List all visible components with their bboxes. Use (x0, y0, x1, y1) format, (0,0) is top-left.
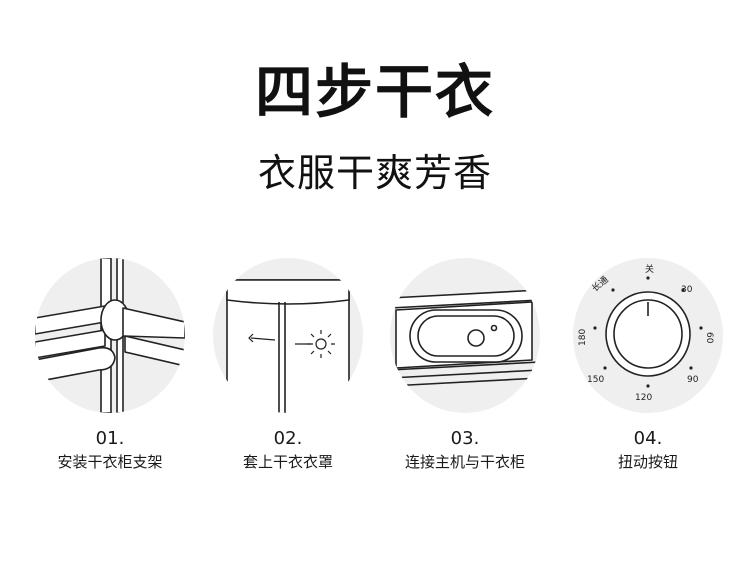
step-1-illustration (35, 258, 185, 413)
step-label: 连接主机与干衣柜 (404, 453, 525, 471)
step-1: 01. 安装干衣柜支架 (30, 258, 190, 483)
dial-label-180: 180 (578, 329, 588, 346)
step-label: 套上干衣衣罩 (242, 453, 333, 471)
dial-label-90: 90 (687, 375, 699, 385)
step-3-illustration (390, 258, 540, 413)
step-label: 扭动按钮 (617, 453, 678, 471)
page-title: 四步干衣 (254, 58, 495, 126)
step-number: 04. (633, 428, 663, 449)
dial-label-120: 120 (635, 393, 652, 403)
step-4-illustration: 关 30 60 90 120 150 180 长通 (573, 258, 723, 413)
step-number: 03. (450, 428, 480, 449)
dial-label-off: 关 (645, 263, 654, 275)
dial-label-150: 150 (587, 375, 604, 385)
heater-unit-icon (390, 289, 540, 387)
dial-label-30: 30 (681, 285, 693, 295)
rack-frame-icon (35, 258, 185, 413)
dial-label-always-on: 长通 (589, 274, 611, 295)
step-3: 03. 连接主机与干衣柜 (385, 258, 545, 483)
step-number: 01. (95, 428, 125, 449)
step-2-illustration (213, 258, 363, 413)
steps-row: 01. 安装干衣柜支架 (0, 258, 750, 488)
step-4: 关 30 60 90 120 150 180 长通 04. 扭动按钮 (568, 258, 728, 483)
step-label: 安装干衣柜支架 (57, 453, 163, 471)
step-number: 02. (273, 428, 303, 449)
timer-knob-icon: 关 30 60 90 120 150 180 长通 (578, 263, 714, 403)
step-2: 02. 套上干衣衣罩 (208, 258, 368, 483)
page-subtitle: 衣服干爽芳香 (257, 151, 492, 195)
cover-icon (226, 279, 350, 413)
dial-label-60: 60 (704, 332, 714, 344)
